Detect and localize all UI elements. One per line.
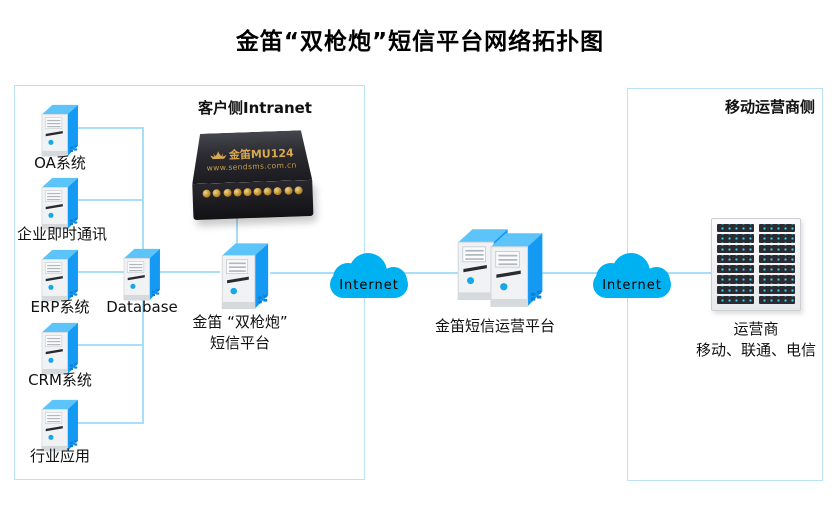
label-sms-platform-line2: 短信平台 — [209, 334, 270, 352]
gateway-brand-text: 金笛MU124 — [228, 146, 294, 162]
intranet-zone-label: 客户侧Intranet — [198, 99, 312, 117]
label-erp: ERP系统 — [30, 298, 90, 316]
label-sms-platform: 金笛 “双枪炮” 短信平台 — [175, 312, 305, 354]
server-rack-icon — [711, 218, 801, 311]
label-carrier-rack: 运营商 移动、联通、电信 — [672, 319, 840, 361]
antenna-port-icon — [243, 188, 252, 197]
connector-im — [74, 199, 143, 201]
server-tower-icon-crm — [41, 322, 79, 375]
antenna-port-icon — [273, 186, 283, 196]
antenna-port-icon — [222, 188, 232, 198]
rack-unit-icon — [717, 285, 754, 294]
rack-unit-icon — [717, 275, 754, 284]
server-tower-icon-operator-platform — [457, 228, 544, 308]
label-database: Database — [106, 298, 178, 316]
gateway-device-front — [192, 179, 314, 221]
rack-unit-icon — [717, 295, 754, 304]
label-crm: CRM系统 — [28, 371, 92, 389]
rack-unit-icon — [758, 254, 795, 263]
rack-unit-icon — [717, 244, 754, 253]
connector-oa — [74, 127, 143, 129]
server-tower-icon-oa — [41, 104, 79, 157]
gateway-device-top: 金笛MU124 www.sendsms.com.cn — [191, 130, 313, 184]
gateway-device-icon: 金笛MU124 www.sendsms.com.cn — [191, 130, 314, 221]
server-tower-icon-erp — [41, 249, 79, 302]
connector-crm — [74, 344, 143, 346]
antenna-port-icon — [202, 189, 211, 198]
cloud-icon-internet-1: Internet — [330, 252, 408, 302]
rack-unit-icon — [758, 275, 795, 284]
antenna-port-icon — [294, 186, 303, 195]
label-carrier-line2: 移动、联通、电信 — [695, 341, 816, 359]
rack-unit-icon — [717, 254, 754, 263]
label-internet-1: Internet — [339, 278, 399, 293]
antenna-port-icon — [283, 186, 293, 195]
antenna-port-icon — [212, 189, 222, 198]
rack-unit-icon — [758, 244, 795, 253]
rack-unit-icon — [758, 285, 795, 294]
rack-unit-icon — [717, 265, 754, 274]
gateway-brand: 金笛MU124 — [191, 144, 311, 164]
rack-unit-icon — [758, 295, 795, 304]
label-oa: OA系统 — [34, 154, 86, 172]
rack-unit-icon — [758, 224, 795, 233]
server-tower-icon-database — [123, 248, 161, 301]
antenna-port-icon — [263, 187, 272, 196]
server-tower-icon-im — [41, 177, 79, 230]
rack-unit-icon — [717, 234, 754, 243]
label-sms-platform-line1: 金笛 “双枪炮” — [192, 313, 288, 331]
connector-industry — [74, 422, 143, 424]
antenna-port-icon — [253, 187, 262, 196]
lotus-logo-icon — [209, 151, 227, 161]
rack-unit-icon — [717, 224, 754, 233]
server-tower-icon-sms-platform — [221, 242, 269, 310]
rack-units — [717, 224, 795, 304]
carrier-zone-label: 移动运营商侧 — [724, 98, 815, 116]
label-operator-platform: 金笛短信运营平台 — [434, 317, 555, 335]
label-im: 企业即时通讯 — [16, 225, 107, 243]
antenna-port-icon — [233, 188, 242, 197]
connector-gateway-platform — [236, 216, 238, 245]
page-title: 金笛“双枪炮”短信平台网络拓扑图 — [235, 29, 605, 55]
antenna-ports — [192, 186, 312, 198]
rack-unit-icon — [758, 234, 795, 243]
server-tower-icon-industry — [41, 399, 79, 452]
label-carrier-line1: 运营商 — [733, 320, 779, 338]
cloud-icon-internet-2: Internet — [593, 252, 671, 302]
label-industry: 行业应用 — [29, 447, 90, 465]
rack-unit-icon — [758, 265, 795, 274]
label-internet-2: Internet — [602, 278, 662, 293]
